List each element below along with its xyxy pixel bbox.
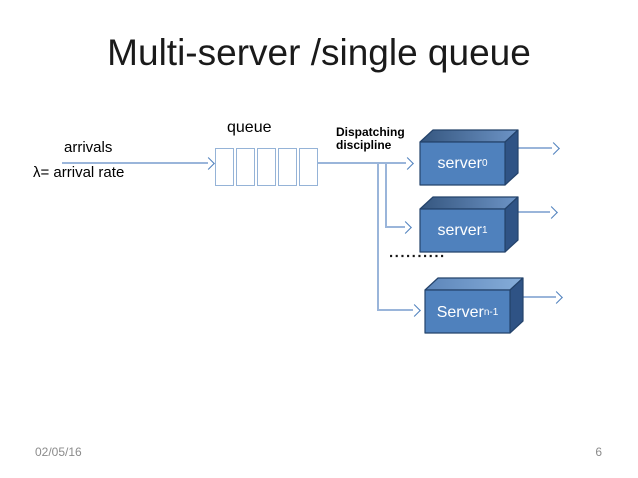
departure-line-server1 [512,211,550,213]
arrowhead-into-server0-icon [401,157,414,170]
server0-box-icon [419,129,519,186]
dispatching-discipline-label: Dispatching discipline [336,125,405,152]
dispatch-line-server0 [318,162,406,164]
dispatch-line-server1 [385,226,405,228]
server1-box-icon [419,196,519,253]
queue-label: queue [227,119,272,136]
queue-cell [236,148,255,186]
queue-cell [299,148,318,186]
arrival-line [62,162,208,164]
dispatch-vertical-line-long [377,162,379,310]
queue-box [215,148,318,186]
more-servers-ellipsis: ∙∙∙∙∙∙∙∙∙∙ [389,248,446,265]
arrowhead-out-server-n1-icon [550,291,563,304]
queue-cell [257,148,276,186]
queue-cell [215,148,234,186]
departure-line-server-n1 [520,296,556,298]
arrowhead-into-queue-icon [202,157,215,170]
arrowhead-out-server1-icon [545,206,558,219]
dispatch-vertical-line-short [385,162,387,227]
server-n1-box-icon [424,277,524,334]
arrivals-label: arrivals [64,139,113,156]
departure-line-server0 [512,147,552,149]
slide-title: Multi-server /single queue [107,32,531,73]
arrowhead-into-server1-icon [399,221,412,234]
arrowhead-into-server-n1-icon [408,304,421,317]
queue-cell [278,148,297,186]
arrowhead-out-server0-icon [547,142,560,155]
dispatch-line-server-n1 [377,309,413,311]
footer-date: 02/05/16 [35,445,82,459]
footer-page-number: 6 [595,445,602,459]
arrival-rate-label: λ= arrival rate [33,164,125,181]
